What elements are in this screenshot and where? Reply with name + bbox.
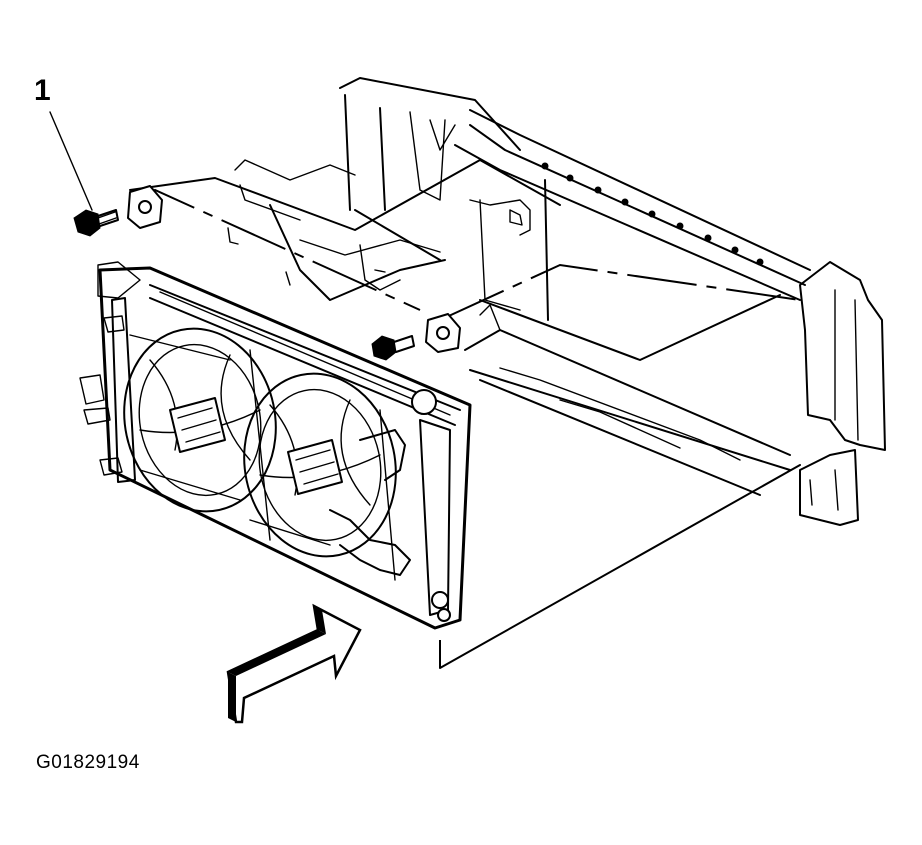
callout-number: 1 [34,74,51,107]
cooling-fan-left [123,327,277,513]
mount-bracket-lower [425,313,461,353]
rail-holes [541,162,764,266]
radiator-support-frame [129,77,886,526]
mount-bracket-upper [127,185,163,229]
bolt-upper [73,209,119,237]
callout-leader-line [49,111,93,211]
view-direction-arrow [226,603,362,724]
alignment-leader-lines [129,188,801,669]
figure-id: G01829194 [36,752,140,773]
bolt-lower [371,335,415,361]
radiator-fan-assembly [79,261,472,630]
cooling-fan-right [243,372,397,558]
